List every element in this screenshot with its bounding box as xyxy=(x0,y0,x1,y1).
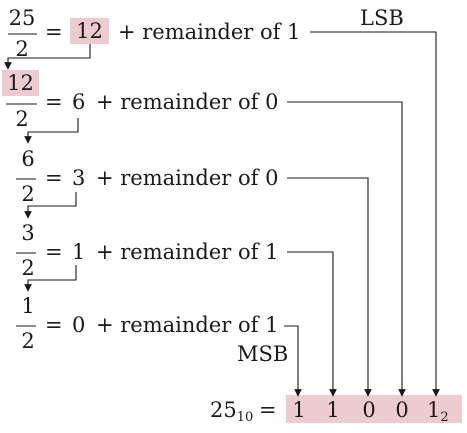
carry-arrow xyxy=(4,44,91,70)
numerator: 1 xyxy=(21,294,35,318)
numerator: 6 xyxy=(21,147,35,171)
result-base: 2 xyxy=(440,410,449,425)
equals-sign: = xyxy=(45,166,63,190)
result-bit: 0 xyxy=(362,398,376,422)
quotient: 1 xyxy=(72,240,86,264)
equals-sign: = xyxy=(259,398,277,422)
equals-sign: = xyxy=(45,90,63,114)
remainder-line-lsb xyxy=(310,31,440,397)
remainder-line xyxy=(287,251,337,397)
remainder-line-msb xyxy=(284,325,302,397)
denominator: 2 xyxy=(15,107,29,131)
result-number-base: 10 xyxy=(236,410,254,425)
result-bit: 1 xyxy=(427,398,441,422)
numerator: 25 xyxy=(8,6,36,30)
numerator: 3 xyxy=(21,221,35,245)
denominator: 2 xyxy=(21,256,35,280)
quotient: 0 xyxy=(72,313,86,337)
result-bit: 0 xyxy=(395,398,409,422)
remainder-text: + remainder of 0 xyxy=(96,90,279,114)
carry-arrow xyxy=(24,118,79,144)
denominator: 2 xyxy=(21,182,35,206)
result-lhs: 2510 xyxy=(210,398,253,430)
remainder-line xyxy=(287,101,406,397)
quotient-highlight: 12 xyxy=(70,18,109,44)
equals-sign: = xyxy=(45,20,63,44)
remainder-text: + remainder of 0 xyxy=(96,166,279,190)
quotient: 6 xyxy=(72,90,86,114)
remainder-line xyxy=(287,177,372,397)
carry-arrow xyxy=(24,192,77,219)
denominator: 2 xyxy=(15,37,29,61)
result-bit: 1 xyxy=(292,398,306,422)
remainder-text: + remainder of 1 xyxy=(96,240,279,264)
result-number: 25 xyxy=(210,398,237,422)
result-bit-last: 12 xyxy=(427,398,449,430)
denominator: 2 xyxy=(21,329,35,353)
equals-sign: = xyxy=(45,240,63,264)
quotient: 3 xyxy=(72,166,86,190)
numerator-highlight: 12 xyxy=(2,70,39,96)
remainder-text: + remainder of 1 xyxy=(96,313,279,337)
msb-label: MSB xyxy=(237,342,289,366)
result-bits-highlight xyxy=(286,395,462,423)
result-bit: 1 xyxy=(326,398,340,422)
carry-arrow xyxy=(24,265,77,292)
equals-sign: = xyxy=(45,313,63,337)
lsb-label: LSB xyxy=(360,6,404,30)
remainder-text: + remainder of 1 xyxy=(118,20,301,44)
